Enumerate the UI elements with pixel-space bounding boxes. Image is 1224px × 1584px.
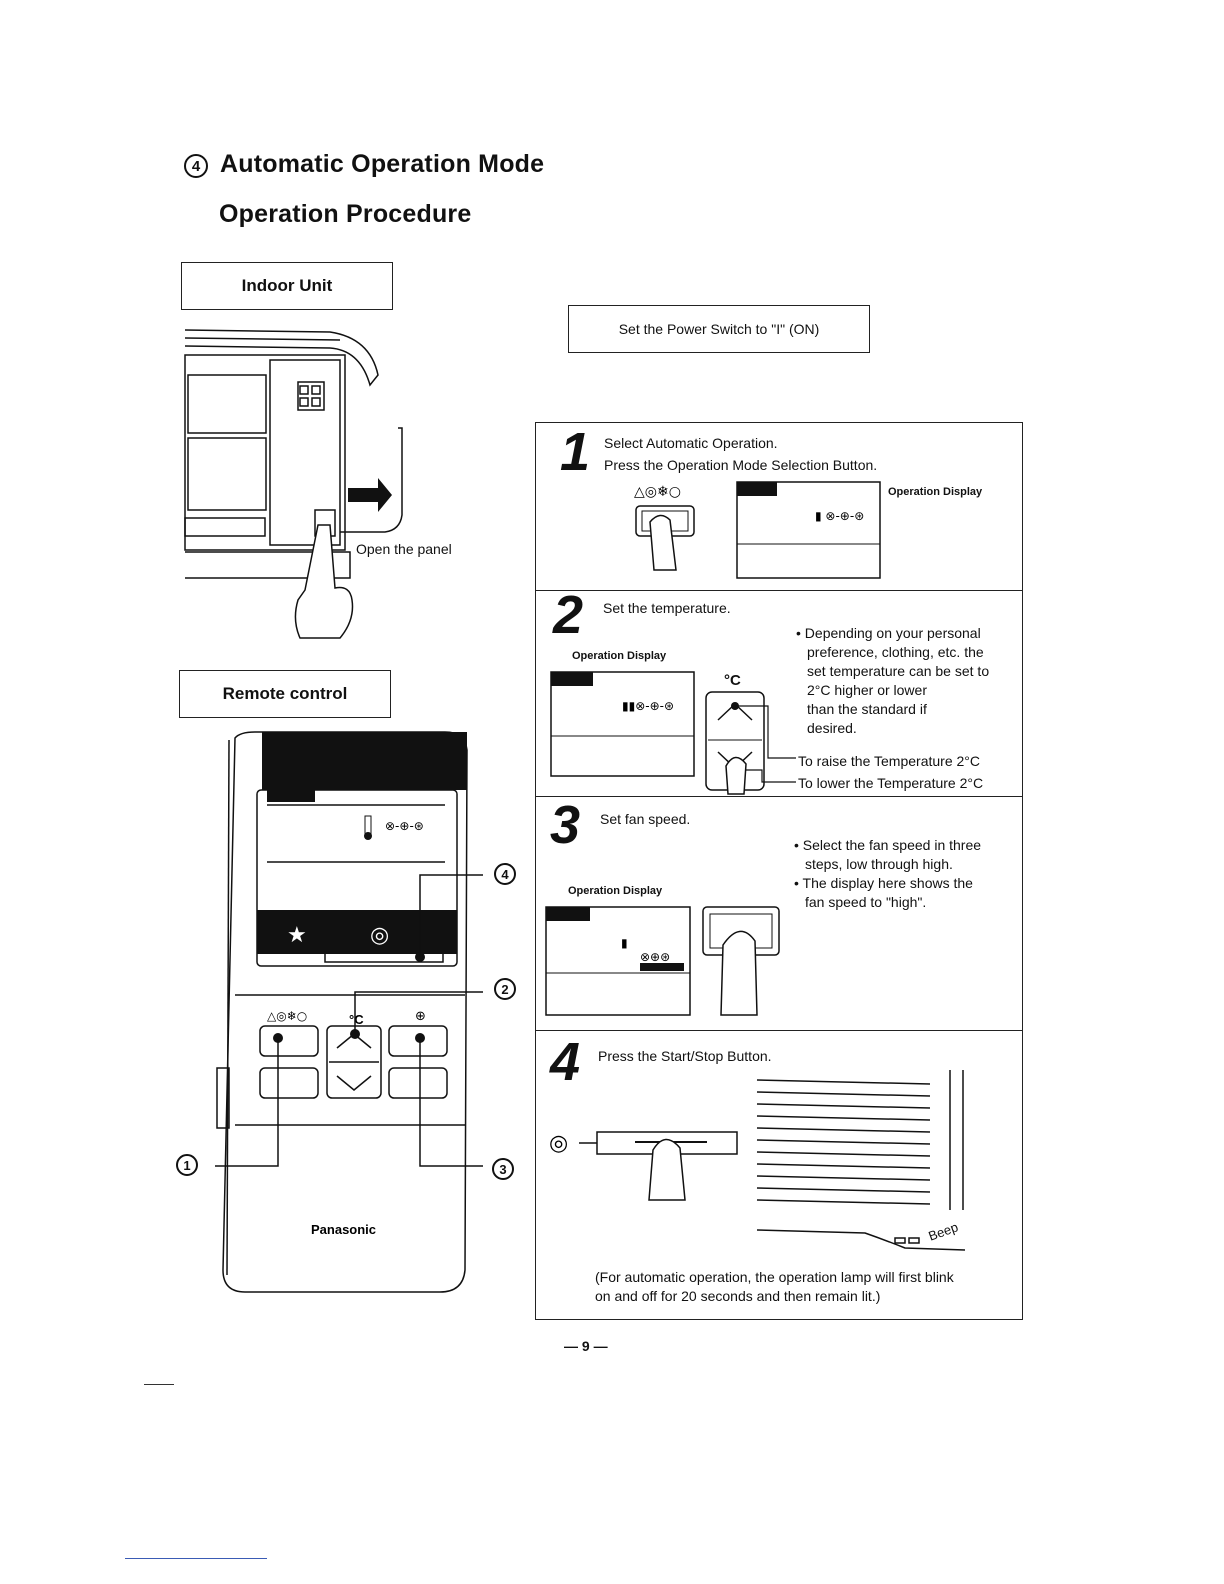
svg-text:◎: ◎ [370,923,389,948]
svg-text:△◎❄○: △◎❄○ [634,484,681,500]
steps-frame [535,422,1023,1320]
remote-brand: Panasonic [311,1222,376,1237]
svg-text:⊗⊕⊛: ⊗⊕⊛ [640,950,670,964]
section-number-circle: 4 [184,154,208,178]
callout-3: 3 [492,1158,514,1180]
step-1-display-label: Operation Display [888,486,983,498]
footer-rule [125,1558,267,1559]
step-3-note: • Select the fan speed in three steps, l… [794,837,982,910]
step-3-line1: Set fan speed. [600,811,691,827]
step-4-line1: Press the Start/Stop Button. [598,1048,772,1064]
step-1-illustration: △◎❄○ ▮ ⊗-⊕-⊛ [634,481,881,579]
svg-text:⊗-⊕-⊛: ⊗-⊕-⊛ [385,819,424,833]
page-subtitle: Operation Procedure [219,200,472,228]
step-2-number: 2 [553,585,584,645]
svg-text:▮: ▮ [621,936,628,950]
step-divider-1 [535,590,1023,591]
svg-text:▮▮⊗-⊕-⊛: ▮▮⊗-⊕-⊛ [622,699,674,713]
svg-text:◎: ◎ [549,1131,568,1156]
footer-mark [144,1384,174,1385]
page-title: Automatic Operation Mode [220,150,545,178]
step-3-number: 3 [550,795,581,855]
callout-2: 2 [494,978,516,1000]
power-switch-box: Set the Power Switch to "I" (ON) [568,305,870,353]
step-divider-3 [535,1030,1023,1031]
step-3-display-label: Operation Display [568,885,663,897]
lower-temperature-text: To lower the Temperature 2°C [798,775,984,791]
step-4-illustration: ◎ [549,1070,966,1251]
step-1-line1: Select Automatic Operation. [604,435,778,451]
remote-control-illustration: ★ ◎ ⊗-⊕-⊛ △◎❄○ ⊕ °C Panasonic [215,731,483,1293]
step-2-illustration: ▮▮⊗-⊕-⊛ [550,671,796,795]
step-1-line2: Press the Operation Mode Selection Butto… [604,457,878,473]
power-switch-text: Set the Power Switch to "I" (ON) [618,321,820,337]
indoor-unit-illustration [184,329,403,639]
step-3-illustration: ▮ ⊗⊕⊛ [545,906,780,1016]
step-1-number: 1 [560,422,591,482]
step-4-number: 4 [550,1032,581,1092]
step-2-note: • Depending on your personal preference,… [796,625,990,736]
indoor-unit-label: Indoor Unit [181,262,393,310]
step-2-display-label: Operation Display [572,650,667,662]
svg-text:°C: °C [349,1012,364,1027]
page-number: — 9 — [564,1338,608,1354]
step-2-line1: Set the temperature. [603,600,731,616]
svg-text:▮ ⊗-⊕-⊛: ▮ ⊗-⊕-⊛ [815,509,864,523]
step-2-unit: °C [724,672,741,689]
raise-temperature-text: To raise the Temperature 2°C [798,753,980,769]
svg-text:⊕: ⊕ [415,1009,426,1024]
open-panel-text: Open the panel [356,541,452,557]
section-number: 4 [191,157,201,175]
step-4-note: (For automatic operation, the operation … [595,1269,954,1304]
remote-control-label: Remote control [179,670,391,718]
svg-text:△◎❄○: △◎❄○ [267,1009,307,1023]
callout-1: 1 [176,1154,198,1176]
step-divider-2 [535,796,1023,797]
callout-4: 4 [494,863,516,885]
svg-text:★: ★ [287,923,307,948]
